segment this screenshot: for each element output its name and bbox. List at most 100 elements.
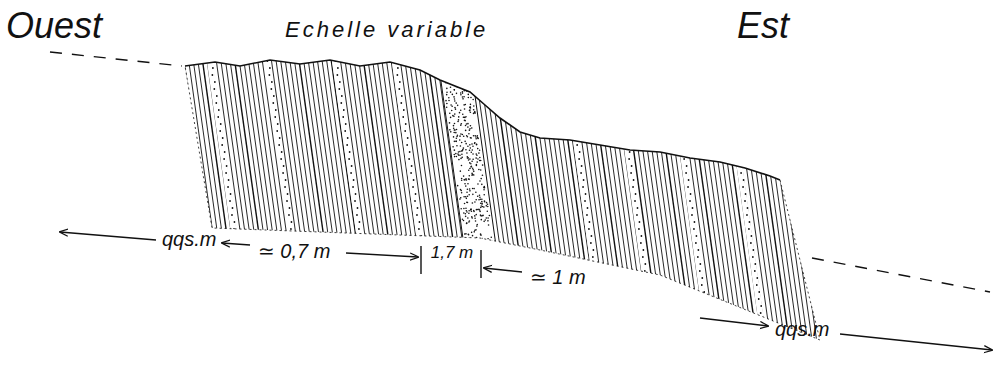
sand-dot [434,333,436,335]
sand-dot [461,73,463,75]
sand-dot [473,171,475,173]
strata-line [516,30,562,360]
sand-dot [190,312,192,314]
strata-line [778,30,824,360]
sand-dot [794,130,796,132]
sand-dot [589,221,591,223]
sand-dot [208,46,210,48]
strata-line [700,30,746,360]
sand-dot [465,207,467,209]
sand-dot [243,298,245,300]
sand-dot [158,88,160,90]
sand-dot [453,136,455,138]
sand-dot [374,333,376,335]
sand-dot [422,256,424,258]
sand-dot [756,284,758,286]
sand-dot [465,125,467,127]
sand-dot [461,179,463,181]
sand-dot [177,207,179,209]
sand-dot [731,95,733,97]
sand-dot [471,127,473,129]
sand-dot [766,347,768,349]
sand-dot [274,116,276,118]
sand-dot [471,232,473,234]
sand-dot [469,128,471,130]
sand-dot [482,174,484,176]
sand-dot [237,256,239,258]
strata-line [125,30,171,360]
sand-dot [468,212,470,214]
sand-dot [436,347,438,349]
sand-dot [460,133,462,135]
sand-dot [676,95,678,97]
sand-dot [615,60,617,62]
sand-dot [153,46,155,48]
sand-dot [458,116,460,118]
sand-dot [642,256,644,258]
sand-dot [452,81,454,83]
sand-dot [164,130,166,132]
sand-dot [396,74,398,76]
sand-dot [622,116,624,118]
sand-dot [302,312,304,314]
sand-dot [277,123,279,125]
strata-line [410,30,456,360]
sand-dot [482,164,484,166]
sand-dot [430,312,432,314]
strata-line [589,30,635,360]
sand-dot [644,270,646,272]
sand-dot [219,130,221,132]
sand-dot [469,220,471,222]
sand-dot [465,213,467,215]
sand-dot [458,119,460,121]
sand-band [260,30,312,360]
sand-dot [739,151,741,153]
sand-dot [192,326,194,328]
dimension-arrow [484,268,522,272]
sand-dot [762,326,764,328]
sand-dot [735,123,737,125]
sand-dot [654,333,656,335]
sand-dot [459,198,461,200]
sand-dot [470,112,472,114]
sand-dot [474,240,476,242]
sand-dot [476,143,478,145]
strata-line [801,30,847,360]
sand-dot [466,152,468,154]
sand-dot [481,202,483,204]
sand-dot [432,326,434,328]
sand-dot [483,251,485,253]
sand-dot [368,291,370,293]
sand-dot [764,340,766,342]
sand-dot [727,67,729,69]
sand-dot [680,123,682,125]
sand-dot [463,81,465,83]
strata-line [138,30,184,360]
sand-dot [348,158,350,160]
sand-dot [192,319,194,321]
sand-dot [462,150,464,152]
sand-dot [349,151,351,153]
sand-dot [470,208,472,210]
sand-dot [571,95,573,97]
sand-dot [648,291,650,293]
sand-dot [494,250,496,252]
sand-dot [814,270,816,272]
sand-dot [696,235,698,237]
sand-dot [752,249,754,251]
sand-dot [577,137,579,139]
sand-dot [480,160,482,162]
sand-dot [454,107,456,109]
sand-dot [468,159,470,161]
sand-dot [374,340,376,342]
sand-dot [232,207,234,209]
sand-dot [487,220,489,222]
sand-dot [279,137,281,139]
sand-dot [470,151,472,153]
sand-dot [789,81,791,83]
sand-dot [631,165,633,167]
sand-dot [461,85,463,87]
sand-dot [584,200,586,202]
sand-dot [339,81,341,83]
sand-dot [709,333,711,335]
